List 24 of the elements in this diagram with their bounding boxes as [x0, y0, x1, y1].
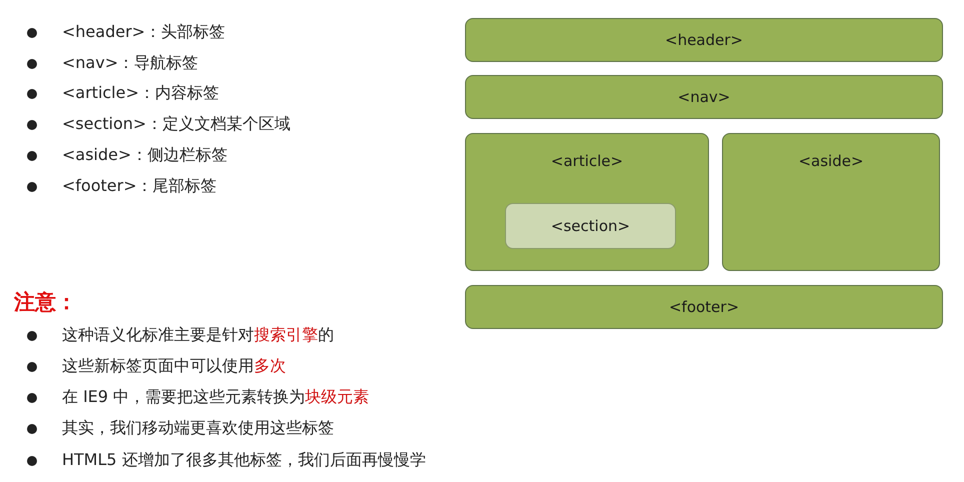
box-label: <nav> [678, 86, 730, 108]
box-label: <header> [665, 30, 743, 51]
list-item-text: <article>：内容标签 [62, 82, 219, 104]
box-label: <footer> [668, 296, 740, 318]
layout-box [465, 285, 943, 329]
list-item-text: <nav>：导航标签 [62, 52, 198, 74]
layout-box [722, 133, 940, 271]
layout-box [465, 18, 943, 62]
note-heading: 注意： [14, 289, 77, 316]
list-item-text: <aside>：侧边栏标签 [62, 144, 228, 166]
list-item-text: <section>：定义文档某个区域 [62, 113, 290, 135]
layout-box [465, 133, 709, 271]
box-label: <article> [550, 151, 624, 172]
list-item-text: 这种语义化标准主要是针对搜索引擎的 [62, 324, 334, 346]
list-item-text: 在 IE9 中，需要把这些元素转换为块级元素 [62, 386, 370, 408]
box-label: <aside> [798, 151, 864, 172]
list-item-text: HTML5 还增加了很多其他标签，我们后面再慢慢学 [62, 449, 426, 471]
box-label: <section> [550, 216, 630, 237]
list-item-text: 这些新标签页面中可以使用多次 [62, 355, 286, 377]
list-item-text: <footer>：尾部标签 [62, 175, 217, 197]
layout-box [465, 75, 943, 119]
list-item-text: 其实，我们移动端更喜欢使用这些标签 [62, 417, 334, 439]
list-item-text: <header>：头部标签 [62, 21, 226, 43]
section-box [505, 203, 676, 249]
